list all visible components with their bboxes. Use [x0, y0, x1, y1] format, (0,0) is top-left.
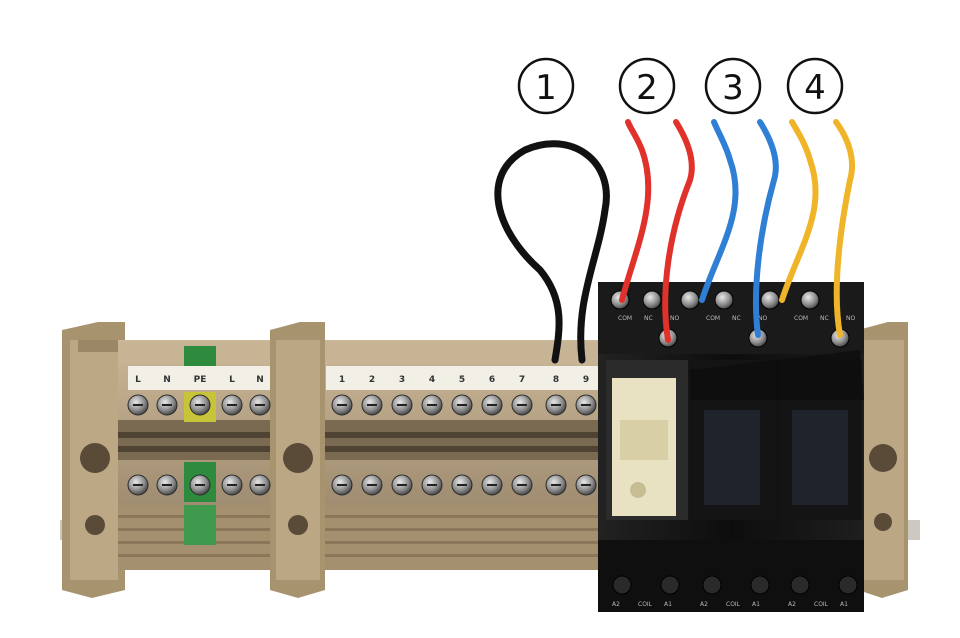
red-wire-left — [619, 119, 652, 303]
terminal-label: L — [229, 375, 235, 385]
relay-bottom-label: A1 — [664, 601, 672, 608]
relay-base-screw — [750, 575, 770, 595]
relay-bottom-label: A2 — [788, 601, 796, 608]
relay-bottom-label: A2 — [700, 601, 708, 608]
relay-base-screw — [790, 575, 810, 595]
relay-base-screw — [612, 575, 632, 595]
terminal-label: 6 — [489, 375, 495, 385]
left-end-bracket — [62, 322, 125, 598]
relay-bottom-label: A1 — [752, 601, 760, 608]
callout-4-label: 4 — [804, 68, 826, 108]
terminal-label: 3 — [399, 375, 405, 385]
relay-screw — [714, 290, 734, 310]
yellow-wire-right — [833, 119, 856, 338]
relay-screw — [642, 290, 662, 310]
relay-top-label: NO — [846, 315, 855, 322]
terminal-label: N — [256, 375, 264, 385]
callout-2: 2 — [618, 57, 676, 115]
relay-top-label: NC — [820, 315, 829, 322]
relay-base-screw — [660, 575, 680, 595]
relay-top-label: COM — [618, 315, 632, 322]
terminal-label: 2 — [369, 375, 375, 385]
relay-screw — [800, 290, 820, 310]
callout-3: 3 — [704, 57, 762, 115]
terminal-label: 7 — [519, 375, 525, 385]
right-end-bracket — [858, 322, 908, 598]
yellow-wire-left — [779, 119, 819, 303]
relay-bottom-label: A2 — [612, 601, 620, 608]
relay-bottom-label: COIL — [726, 601, 741, 608]
terminal-label: PE — [194, 375, 207, 385]
relay-top-label: NO — [758, 315, 767, 322]
terminal-label: 5 — [459, 375, 465, 385]
relay-top-label: NC — [732, 315, 741, 322]
callout-1: 1 — [517, 57, 575, 115]
relay-modules: COM NC NO A2 COIL A1 COM NC NO A2 COIL A1 COM NC NO A2 C… — [598, 282, 864, 612]
terminal-label: 9 — [583, 375, 589, 385]
relay-screw — [680, 290, 700, 310]
terminal-label: N — [163, 375, 171, 385]
relay-base-screw — [838, 575, 858, 595]
callout-3-label: 3 — [722, 68, 744, 108]
relay-top-label: COM — [794, 315, 808, 322]
relay-top-label: COM — [706, 315, 720, 322]
red-wire-right — [662, 119, 695, 343]
terminal-label-strip — [128, 366, 600, 390]
relay-top-label: NC — [644, 315, 653, 322]
relay-bottom-label: A1 — [840, 601, 848, 608]
terminal-label: 8 — [553, 375, 559, 385]
black-jumper-wire — [494, 140, 610, 364]
callout-4: 4 — [786, 57, 844, 115]
callout-1-label: 1 — [535, 68, 557, 108]
relay-top-label: NO — [670, 315, 679, 322]
terminal-label: 4 — [429, 375, 435, 385]
middle-end-bracket — [270, 322, 325, 598]
relay-bottom-label: COIL — [814, 601, 829, 608]
blue-wire-right — [752, 119, 779, 338]
relay-base-screw — [702, 575, 722, 595]
terminal-label: 1 — [339, 375, 345, 385]
terminal-row: L N PE L N 1 2 3 4 5 6 7 8 9 — [127, 375, 597, 496]
blue-wire-left — [699, 119, 739, 303]
callout-2-label: 2 — [636, 68, 658, 108]
wires — [494, 119, 856, 364]
relay-bottom-label: COIL — [638, 601, 653, 608]
terminal-label: L — [135, 375, 141, 385]
relay-screw — [760, 290, 780, 310]
